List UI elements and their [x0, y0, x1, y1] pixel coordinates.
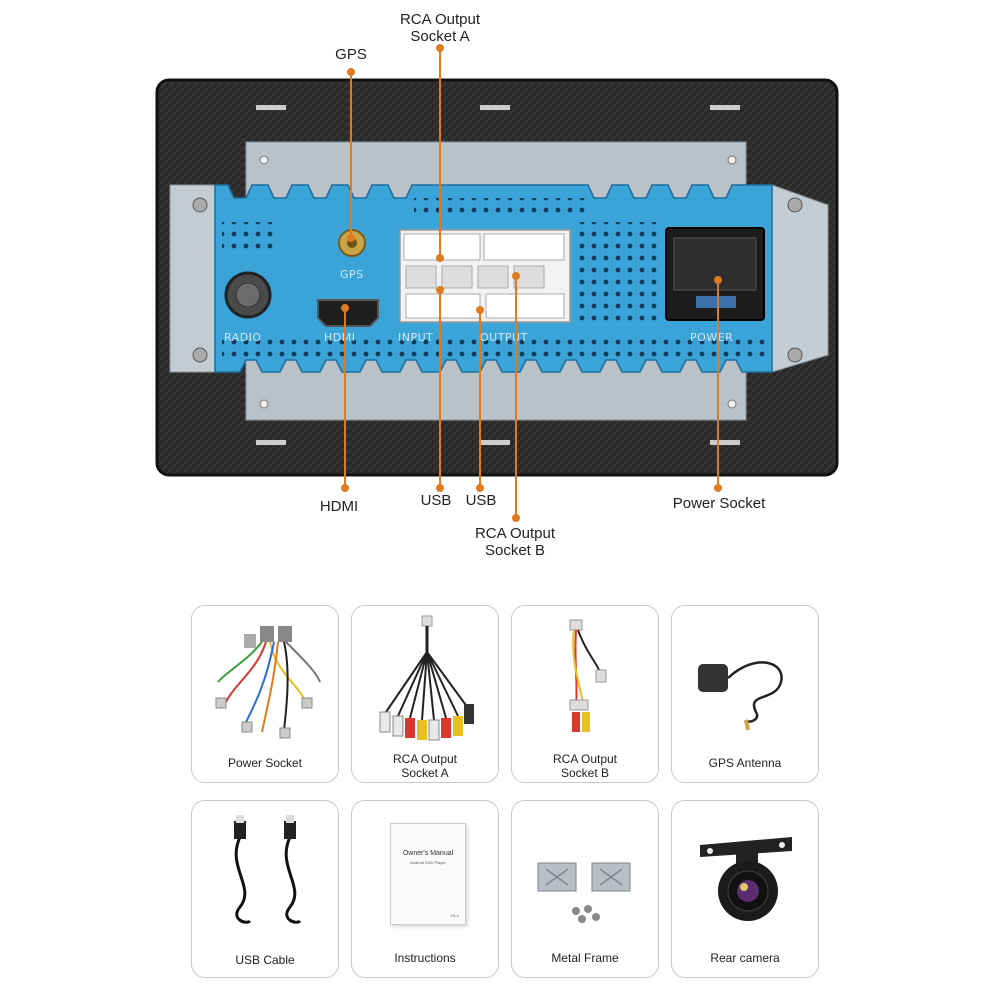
manual-icon: Owner's Manual Android DVD Player VS-1 [390, 823, 466, 925]
manual-title: Owner's Manual [402, 850, 454, 857]
metal-frame-icon [537, 862, 631, 923]
gps-antenna-icon [698, 661, 783, 731]
output-label: OUTPUT [480, 331, 528, 344]
power-label: POWER [690, 331, 733, 344]
accessory-card-instructions: Owner's Manual Android DVD Player VS-1 I… [351, 800, 499, 978]
camera-icon [700, 837, 792, 921]
accessory-caption: Socket A [401, 766, 449, 780]
rca-cable-icon [379, 615, 474, 741]
radio-label: RADIO [224, 331, 262, 344]
accessory-card-rear-camera: Rear camera [671, 800, 819, 978]
accessory-caption: GPS Antenna [708, 756, 782, 770]
accessory-caption: RCA Output [392, 752, 458, 766]
wiring-harness-icon [215, 626, 321, 739]
usb-cable-icon [234, 815, 302, 924]
device-back-diagram: RADIO HDMI INPUT OUTPUT POWER GPS [155, 44, 839, 522]
manual-code: VS-1 [450, 913, 459, 918]
accessory-caption: Metal Frame [551, 951, 619, 965]
right-bracket [771, 184, 829, 373]
screw-icon [592, 913, 600, 921]
hdmi-port [317, 299, 379, 327]
accessory-caption: Power Socket [227, 756, 303, 770]
screw-icon [192, 347, 208, 363]
accessory-card-gps-antenna: GPS Antenna [671, 605, 819, 783]
accessory-caption: USB Cable [235, 953, 295, 967]
callout-hdmi: HDMI [319, 498, 359, 515]
accessory-caption: Socket B [560, 766, 610, 780]
screw-icon [787, 347, 803, 363]
left-bracket [169, 184, 223, 373]
screw-icon [572, 907, 580, 915]
screw-icon [787, 197, 803, 213]
accessory-caption: RCA Output [552, 752, 618, 766]
accessory-caption: Rear camera [710, 951, 780, 965]
accessory-card-rca-output-socket-a: RCA Output Socket A [351, 605, 499, 783]
rca-cable-icon [569, 619, 607, 732]
gps-port-label: GPS [340, 268, 364, 281]
accessory-caption: Instructions [394, 951, 456, 965]
accessory-card-usb-cable: USB Cable [191, 800, 339, 978]
hdmi-label: HDMI [324, 331, 355, 344]
screw-icon [578, 915, 586, 923]
input-label: INPUT [398, 331, 433, 344]
callout-rca-output-socket-b: RCA Output Socket B [474, 525, 556, 559]
callout-rca-output-socket-a: RCA Output Socket A [399, 11, 481, 45]
screw-icon [584, 905, 592, 913]
callout-usb-1: USB [420, 492, 452, 509]
manual-subtitle: Android DVD Player [410, 860, 446, 865]
callout-power-socket: Power Socket [672, 495, 766, 512]
accessory-card-metal-frame: Metal Frame [511, 800, 659, 978]
callout-gps: GPS [335, 46, 367, 63]
screw-icon [192, 197, 208, 213]
accessory-card-rca-output-socket-b: RCA Output Socket B [511, 605, 659, 783]
accessory-card-power-socket: Power Socket [191, 605, 339, 783]
callout-usb-2: USB [465, 492, 497, 509]
